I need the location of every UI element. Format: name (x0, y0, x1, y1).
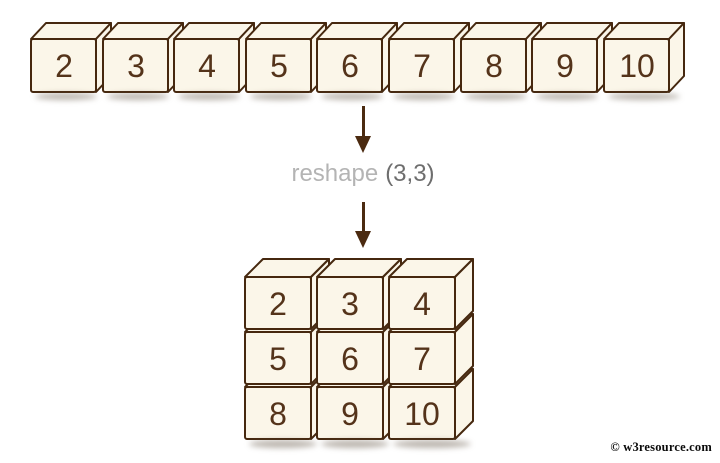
cube-value: 3 (127, 48, 145, 84)
cube-shadow (35, 93, 97, 100)
cube-3d-icon: 5 (245, 22, 327, 93)
cube-value: 2 (269, 286, 287, 322)
source-array-row: 2 3 4 (30, 22, 690, 104)
cube-front-face (316, 276, 384, 330)
reshape-label-text: reshape (291, 160, 379, 187)
cube-3d-icon: 2 (30, 22, 112, 93)
array-cube: 3 (102, 22, 184, 100)
cube-3d-icon: 3 (316, 258, 402, 330)
cube-front-face (244, 276, 312, 330)
cube-shadow (608, 93, 680, 100)
cube-value: 4 (198, 48, 216, 84)
array-cube: 6 (316, 22, 398, 100)
cube-front-face (316, 331, 384, 385)
arrow-shaft (361, 106, 365, 136)
array-cube: 7 (388, 22, 470, 100)
cube-value: 6 (341, 48, 359, 84)
array-cube: 5 (245, 22, 327, 100)
cube-shadow (178, 93, 240, 100)
cube-front-face (388, 386, 456, 440)
cube-shadow (465, 93, 527, 100)
arrow-shaft (361, 202, 365, 231)
arrow-head (355, 136, 371, 153)
cube-value: 10 (619, 48, 655, 84)
reshape-operation-label: reshape(3,3) (291, 161, 434, 187)
arrow-head (355, 231, 371, 248)
cube-shadow (321, 93, 383, 100)
cube-value: 8 (485, 48, 503, 84)
cube-front-face (244, 386, 312, 440)
watermark-text: © w3resource.com (610, 440, 712, 454)
cube-shadow (250, 93, 312, 100)
array-cube: 10 (603, 22, 685, 100)
cube-shadow (321, 440, 389, 448)
cube-front-face (102, 38, 169, 93)
grid-cube: 3 (316, 258, 402, 331)
cube-front-face (388, 276, 456, 330)
cube-shadow (107, 93, 169, 100)
cube-front-face (388, 331, 456, 385)
reshape-args-text: (3,3) (385, 160, 435, 187)
down-arrow-icon (355, 202, 371, 248)
array-cube: 9 (531, 22, 613, 100)
cube-value: 6 (341, 341, 359, 377)
cube-value: 4 (413, 286, 431, 322)
cube-value: 8 (269, 396, 287, 432)
cube-value: 9 (341, 396, 359, 432)
array-cube: 4 (173, 22, 255, 100)
cube-3d-icon: 10 (603, 22, 685, 93)
down-arrow-icon (355, 106, 371, 153)
cube-value: 10 (404, 396, 440, 432)
cube-3d-icon: 4 (388, 258, 474, 330)
cube-shadow (536, 93, 598, 100)
cube-3d-icon: 8 (460, 22, 542, 93)
cube-value: 2 (55, 48, 73, 84)
cube-3d-icon: 3 (102, 22, 184, 93)
cube-front-face (603, 38, 670, 93)
cube-3d-icon: 4 (173, 22, 255, 93)
grid-cube: 4 (388, 258, 474, 331)
cube-shadow (393, 93, 455, 100)
cube-front-face (245, 38, 312, 93)
cube-3d-icon: 9 (531, 22, 613, 93)
cube-front-face (388, 38, 455, 93)
cube-front-face (460, 38, 527, 93)
cube-value: 5 (270, 48, 288, 84)
array-cube: 8 (460, 22, 542, 100)
cube-front-face (244, 331, 312, 385)
cube-front-face (30, 38, 97, 93)
cube-value: 7 (413, 48, 431, 84)
cube-value: 5 (269, 341, 287, 377)
cube-value: 3 (341, 286, 359, 322)
cube-front-face (531, 38, 598, 93)
cube-front-face (173, 38, 240, 93)
cube-front-face (316, 386, 384, 440)
cube-shadow (393, 440, 471, 448)
cube-value: 7 (413, 341, 431, 377)
cube-value: 9 (556, 48, 574, 84)
array-cube: 2 (30, 22, 112, 100)
result-grid: 2 3 4 5 (244, 258, 480, 458)
cube-3d-icon: 7 (388, 22, 470, 93)
cube-shadow (249, 440, 317, 448)
cube-3d-icon: 6 (316, 22, 398, 93)
cube-front-face (316, 38, 383, 93)
